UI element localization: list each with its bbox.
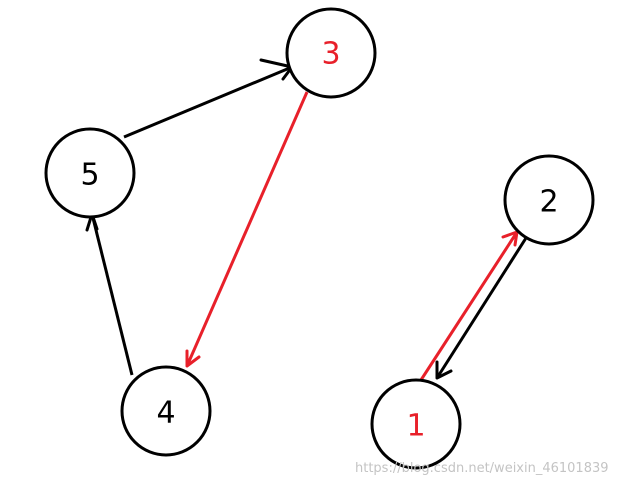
edge-2-to-1 — [435, 237, 528, 380]
edge-4-to-5 — [85, 212, 134, 376]
node-3-label: 3 — [321, 37, 340, 72]
node-4: 4 — [120, 365, 212, 457]
node-4-label: 4 — [156, 396, 175, 431]
node-5-label: 5 — [80, 158, 99, 193]
edge-5-to-3 — [123, 58, 294, 139]
node-1-label: 1 — [406, 409, 425, 444]
edge-1-to-2 — [419, 230, 519, 381]
node-5: 5 — [44, 127, 136, 219]
node-1: 1 — [370, 378, 462, 470]
watermark-text: https://blog.csdn.net/weixin_46101839 — [355, 461, 609, 476]
edges-layer — [85, 58, 528, 381]
node-2: 2 — [503, 154, 595, 246]
node-2-label: 2 — [539, 185, 558, 220]
nodes-layer: 1 2 3 4 5 — [44, 7, 595, 470]
edge-3-to-4 — [185, 91, 309, 368]
node-3: 3 — [285, 7, 377, 99]
